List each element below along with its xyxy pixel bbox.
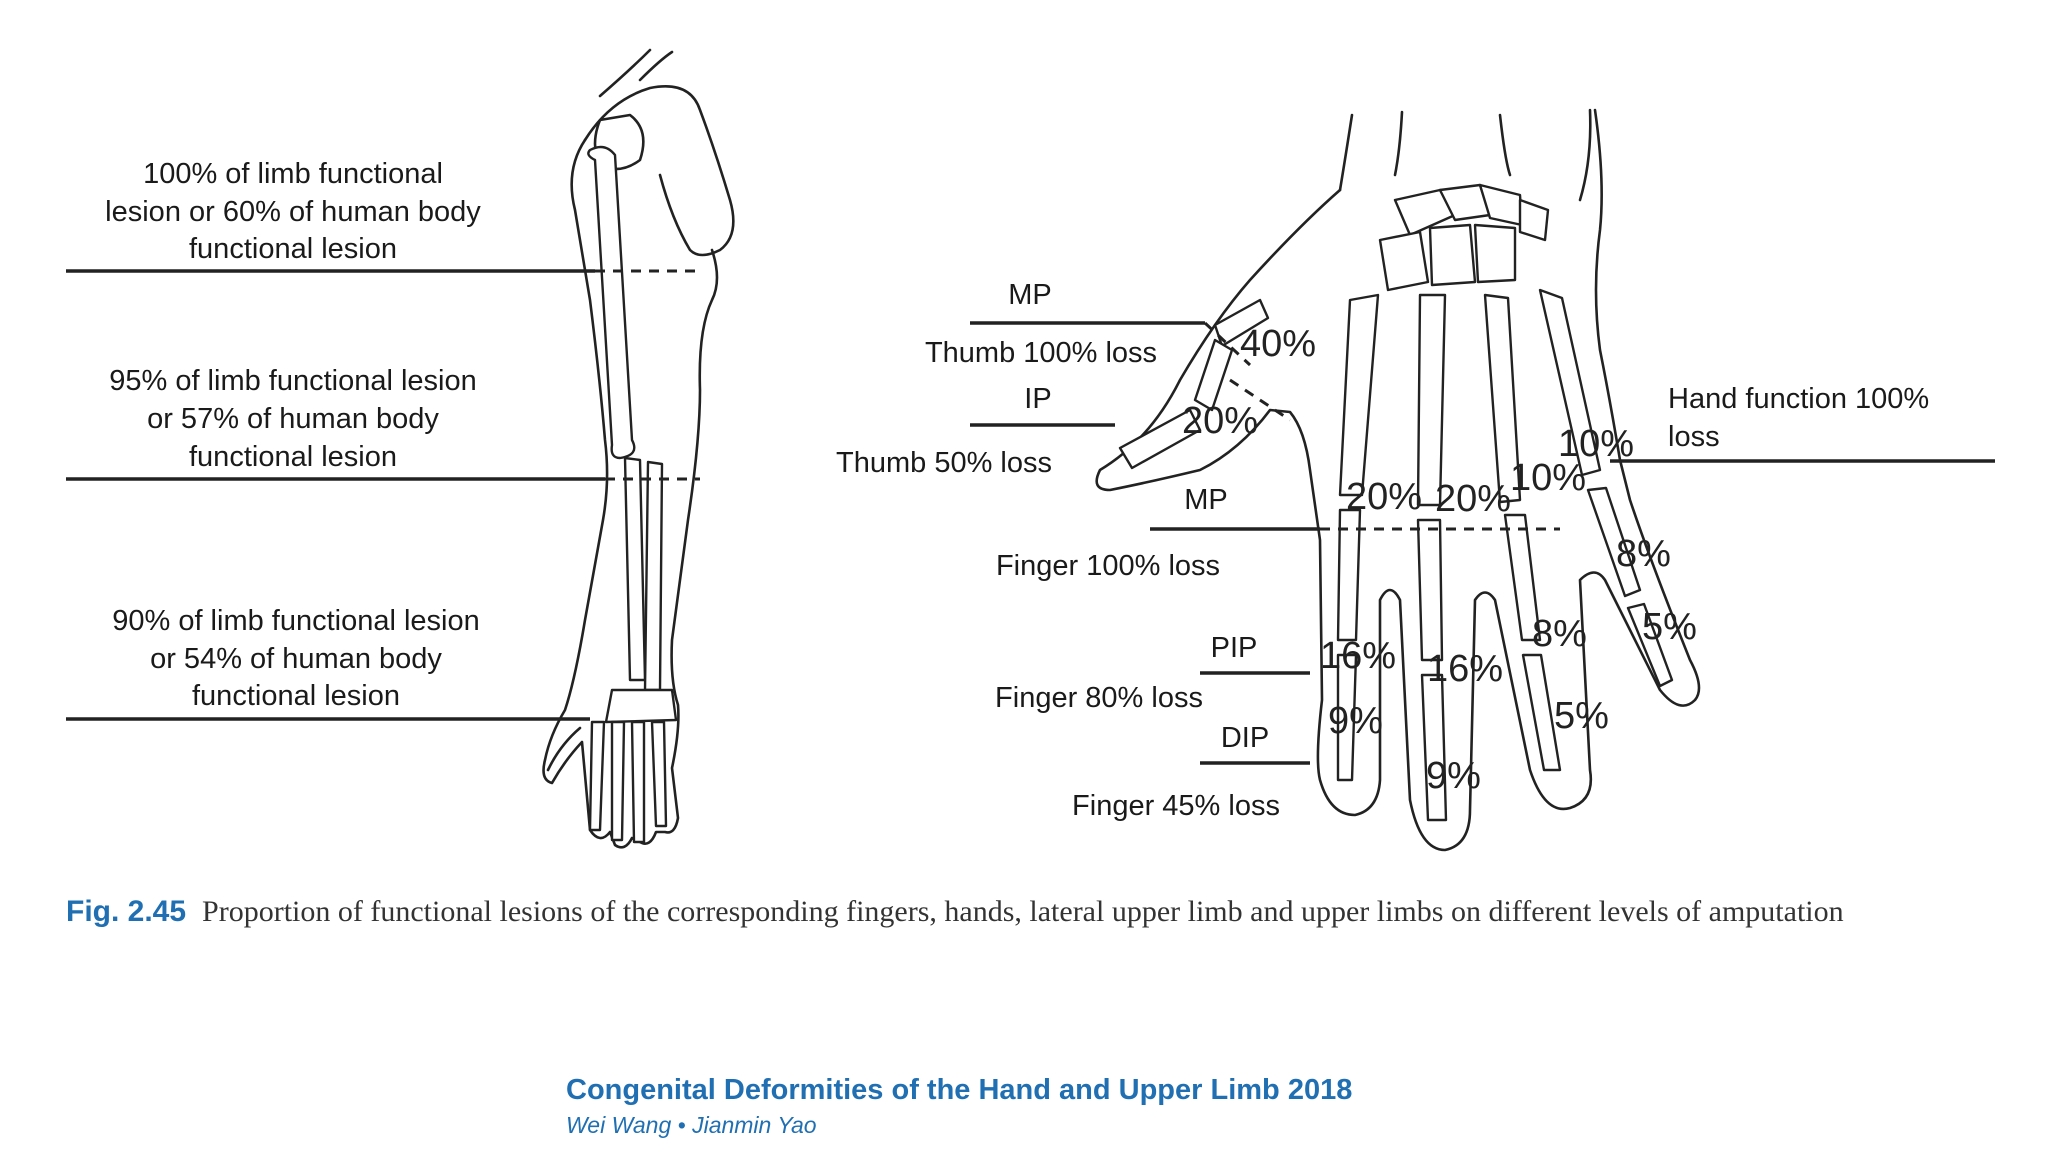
svg-text:95% of limb functional lesion: 95% of limb functional lesion xyxy=(109,365,477,397)
ring-mp-percent: 10% xyxy=(1510,457,1586,499)
thumb-mp-label: MP xyxy=(1008,279,1052,311)
svg-text:90% of limb functional lesion: 90% of limb functional lesion xyxy=(112,605,480,637)
little-mp-percent: 10% xyxy=(1558,423,1634,465)
figure-caption: Fig. 2.45 Proportion of functional lesion… xyxy=(66,892,1996,932)
svg-text:functional lesion: functional lesion xyxy=(192,680,400,712)
finger-pip-loss: Finger 80% loss xyxy=(995,682,1203,714)
finger-dip-loss: Finger 45% loss xyxy=(1072,790,1280,822)
book-authors: Wei Wang • Jianmin Yao xyxy=(566,1112,817,1138)
finger-mp-loss: Finger 100% loss xyxy=(996,550,1220,582)
middle-pip-percent: 16% xyxy=(1427,648,1503,690)
figure-number: Fig. 2.45 xyxy=(66,895,187,928)
finger-mp-label: MP xyxy=(1184,484,1228,516)
index-pip-percent: 16% xyxy=(1320,635,1396,677)
little-dip-percent: 5% xyxy=(1642,606,1697,648)
thumb-ip-percent: 20% xyxy=(1182,400,1258,442)
little-pip-percent: 8% xyxy=(1616,533,1671,575)
svg-text:functional lesion: functional lesion xyxy=(189,233,397,265)
thumb-mp-percent: 40% xyxy=(1240,323,1316,365)
thumb-ip-label: IP xyxy=(1024,383,1051,415)
hand-drawing xyxy=(1095,108,1701,852)
hand-function-label: Hand function 100% loss xyxy=(1668,383,1929,453)
arm-level-3-label: 90% of limb functional lesion or 54% of … xyxy=(112,605,480,712)
thumb-mp-loss: Thumb 100% loss xyxy=(925,337,1157,369)
index-mp-percent: 20% xyxy=(1346,476,1422,518)
index-dip-percent: 9% xyxy=(1328,700,1383,742)
thumb-ip-loss: Thumb 50% loss xyxy=(836,447,1052,479)
middle-mp-percent: 20% xyxy=(1435,478,1511,520)
book-title: Congenital Deformities of the Hand and U… xyxy=(566,1074,1353,1106)
finger-pip-label: PIP xyxy=(1211,632,1258,664)
svg-text:loss: loss xyxy=(1668,421,1720,453)
arm-level-1-label: 100% of limb functional lesion or 60% of… xyxy=(105,158,481,265)
arm-drawing xyxy=(542,48,735,849)
middle-dip-percent: 9% xyxy=(1426,755,1481,797)
amputation-diagram: 100% of limb functional lesion or 60% of… xyxy=(66,48,1995,852)
svg-text:functional lesion: functional lesion xyxy=(189,441,397,473)
finger-dip-label: DIP xyxy=(1221,722,1269,754)
ring-pip-percent: 8% xyxy=(1532,613,1587,655)
arm-level-2-label: 95% of limb functional lesion or 57% of … xyxy=(109,365,477,473)
svg-text:or 54% of human body: or 54% of human body xyxy=(150,643,442,675)
ring-dip-percent: 5% xyxy=(1554,695,1609,737)
svg-text:Hand function 100%: Hand function 100% xyxy=(1668,383,1929,415)
svg-text:or 57% of human body: or 57% of human body xyxy=(147,403,439,435)
svg-text:100% of limb functional: 100% of limb functional xyxy=(143,158,443,190)
caption-text: Proportion of functional lesions of the … xyxy=(202,895,1844,928)
svg-text:lesion or 60% of human body: lesion or 60% of human body xyxy=(105,196,481,228)
